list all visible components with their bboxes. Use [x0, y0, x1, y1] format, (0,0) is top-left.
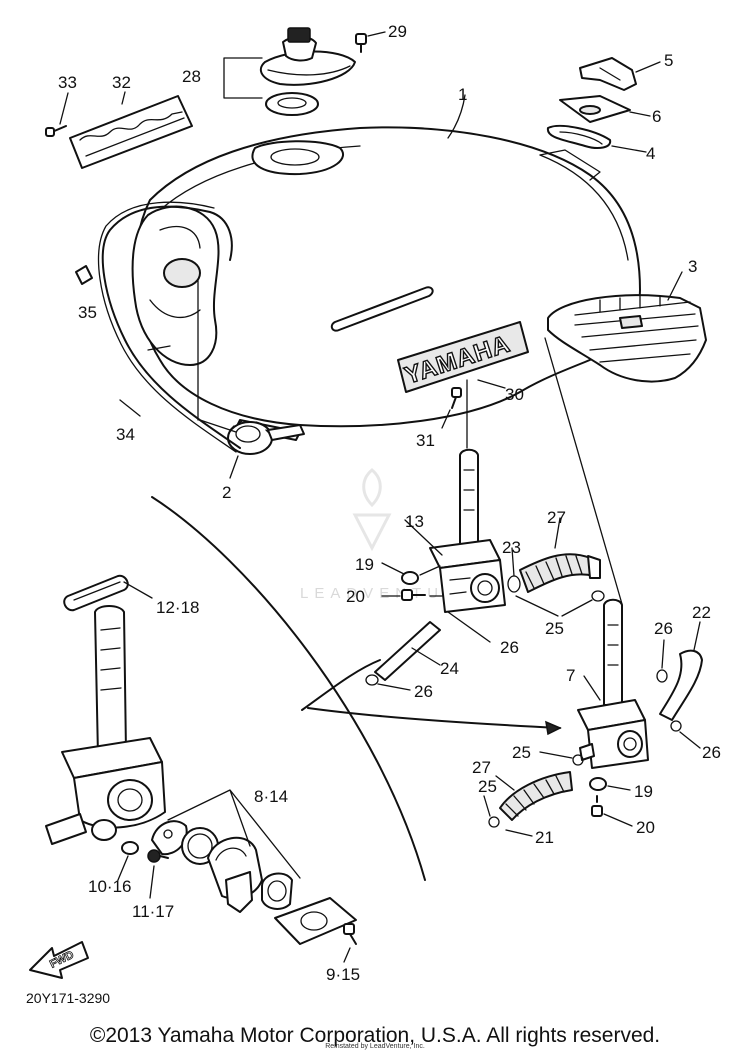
emblem-plate-32: [69, 95, 193, 169]
callout-21: 21: [535, 828, 554, 847]
screw-9-15: [343, 923, 357, 945]
callout-24: 24: [440, 659, 459, 678]
screw-20b: [591, 795, 603, 817]
grommet-4: [546, 124, 612, 149]
fwd-arrow: FWD: [29, 941, 89, 979]
watermark-text: LEADVENTURE: [300, 585, 477, 602]
screw-33: [45, 125, 67, 137]
callout-20a: 20: [346, 587, 365, 606]
clamp-26c: [670, 720, 682, 732]
callout-6: 6: [652, 107, 661, 126]
lever-assembly-8-14: [151, 820, 293, 913]
callout-7: 7: [566, 666, 575, 685]
cover-plate: [274, 897, 357, 945]
fuel-cock-detail: [45, 605, 166, 845]
callout-26b: 26: [414, 682, 433, 701]
callout-29: 29: [388, 22, 407, 41]
clamp-25b: [572, 754, 584, 766]
callout-23: 23: [502, 538, 521, 557]
callout-1: 1: [458, 85, 467, 104]
callout-25b: 25: [512, 743, 531, 762]
screw-31: [451, 387, 462, 409]
fuel-cock-7: [577, 598, 649, 769]
washer-19a: [401, 571, 419, 585]
washer-19b: [589, 777, 607, 791]
callout-26c: 26: [654, 619, 673, 638]
screw-11-17: [147, 849, 169, 863]
callout-30: 30: [505, 385, 524, 404]
callout-27a: 27: [547, 508, 566, 527]
fuel-cock-13: [429, 448, 506, 613]
callout-13: 13: [405, 512, 424, 531]
copyright-notice: ©2013 Yamaha Motor Corporation, U.S.A. A…: [89, 1024, 661, 1047]
callout-19a: 19: [355, 555, 374, 574]
clamp-23: [507, 575, 521, 593]
hose-22: [659, 649, 703, 721]
callout-9-15: 9·15: [326, 965, 360, 984]
callout-22: 22: [692, 603, 711, 622]
callout-8-14: 8·14: [254, 787, 288, 806]
fuel-cap: [260, 27, 356, 86]
damper-6: [559, 95, 631, 123]
bracket-5: [579, 57, 637, 91]
clamp-25c: [488, 816, 500, 828]
callout-26d: 26: [702, 743, 721, 762]
clamp-26b: [656, 669, 668, 683]
fuel-tank: [131, 126, 641, 441]
hose-27b: [499, 771, 573, 821]
screw-20a: [401, 589, 426, 601]
callout-35: 35: [78, 303, 97, 322]
callout-28: 28: [182, 67, 201, 86]
callout-3: 3: [688, 257, 697, 276]
callout-25a: 25: [545, 619, 564, 638]
callout-26a: 26: [500, 638, 519, 657]
cap-gasket: [265, 92, 319, 116]
callout-20b: 20: [636, 818, 655, 837]
washer-10-16: [121, 841, 139, 855]
callout-34: 34: [116, 425, 135, 444]
rear-cover-3: [547, 294, 707, 383]
clamp-26a: [365, 674, 379, 686]
part-code: 20Y171-3290: [26, 990, 110, 1006]
breather-hose-34: [97, 201, 241, 453]
watermark-logo: [352, 468, 392, 552]
callout-27b: 27: [472, 758, 491, 777]
callout-4: 4: [646, 144, 655, 163]
callout-10-16: 10·16: [88, 877, 131, 896]
clamp-25a: [591, 590, 605, 602]
hose-27a: [519, 553, 601, 593]
callout-31: 31: [416, 431, 435, 450]
callout-11-17: 11·17: [132, 902, 174, 921]
callout-33: 33: [58, 73, 77, 92]
callout-12-18: 12·18: [156, 598, 199, 617]
clip-35: [75, 265, 93, 285]
callout-2: 2: [222, 483, 231, 502]
callout-5: 5: [664, 51, 673, 70]
callout-19b: 19: [634, 782, 653, 801]
screw-29: [355, 33, 367, 53]
hose-24: [374, 621, 441, 681]
drain-cap-2: [227, 420, 305, 455]
callout-25c: 25: [478, 777, 497, 796]
gasket-12-18: [63, 574, 129, 612]
credit-line: Reinstated by LeadVenture, Inc.: [325, 1043, 425, 1050]
callout-32: 32: [112, 73, 131, 92]
